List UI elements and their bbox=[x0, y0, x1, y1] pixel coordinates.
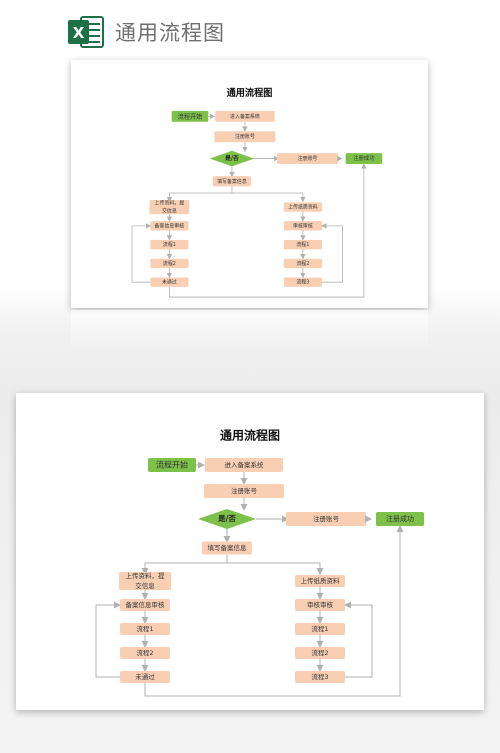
preview-card-large: 通用流程图流程开始进入备案系统注册账号是/否注册账号注册成功填写备案信息上传资料… bbox=[16, 393, 484, 710]
node-left-upload-label: 交信息 bbox=[162, 207, 177, 214]
node-register-success-label: 注册成功 bbox=[353, 154, 375, 162]
page-header: X 通用流程图 bbox=[67, 14, 225, 50]
node-right-review bbox=[283, 221, 322, 231]
node-right-step3-label: 流程3 bbox=[296, 279, 309, 286]
node-left-fail bbox=[150, 277, 189, 287]
node-fill-info bbox=[212, 176, 252, 187]
node-start bbox=[148, 458, 196, 472]
edge-return-success bbox=[169, 163, 367, 298]
node-left-step1-label: 流程1 bbox=[163, 241, 176, 248]
node-left-fail bbox=[120, 671, 170, 683]
node-left-step1-label: 流程1 bbox=[136, 624, 153, 633]
node-left-upload-label: 上传资料，提 bbox=[155, 200, 185, 207]
node-register-account bbox=[204, 484, 284, 498]
edge-right-loop bbox=[321, 223, 343, 283]
node-enter-system bbox=[205, 458, 283, 472]
node-right-step2-label: 流程2 bbox=[296, 260, 309, 267]
node-decision bbox=[209, 150, 255, 167]
node-register-success bbox=[376, 512, 424, 526]
node-decision-label: 是/否 bbox=[217, 513, 236, 523]
node-register-success-label: 注册成功 bbox=[386, 514, 414, 523]
node-decision-label: 是/否 bbox=[224, 154, 239, 162]
node-start bbox=[171, 110, 209, 122]
edge-left-loop bbox=[95, 601, 121, 678]
node-right-step1 bbox=[295, 623, 345, 635]
node-fill-info-label: 填写备案信息 bbox=[208, 543, 248, 552]
node-left-step2-label: 流程2 bbox=[163, 260, 176, 267]
node-left-upload-label: 交信息 bbox=[135, 581, 155, 590]
node-left-step2 bbox=[150, 258, 189, 269]
node-right-upload-label: 上传纸质资料 bbox=[301, 576, 341, 585]
edge-split-right bbox=[231, 192, 306, 203]
node-left-review-label: 备案信息审核 bbox=[126, 600, 166, 609]
node-right-upload bbox=[283, 202, 322, 212]
node-right-step1 bbox=[283, 239, 322, 250]
node-left-upload-label: 上传资料，提 bbox=[126, 571, 166, 580]
node-right-step2 bbox=[283, 258, 322, 269]
node-right-review bbox=[295, 599, 345, 611]
node-left-review bbox=[120, 599, 170, 611]
node-left-step2 bbox=[120, 647, 170, 659]
node-left-review bbox=[150, 221, 189, 231]
node-register-account bbox=[214, 131, 276, 143]
node-register-account-no bbox=[286, 512, 366, 526]
flowchart-large: 通用流程图流程开始进入备案系统注册账号是/否注册账号注册成功填写备案信息上传资料… bbox=[95, 428, 424, 697]
excel-icon-letter: X bbox=[73, 24, 85, 42]
node-register-success bbox=[345, 153, 383, 165]
node-right-review-label: 审核审核 bbox=[307, 600, 334, 609]
node-right-upload bbox=[295, 575, 345, 587]
preview-card-small: 通用流程图流程开始进入备案系统注册账号是/否注册账号注册成功填写备案信息上传资料… bbox=[71, 60, 428, 308]
node-start-label: 流程开始 bbox=[156, 460, 188, 470]
node-left-fail-label: 未通过 bbox=[135, 672, 155, 681]
flowchart-title: 通用流程图 bbox=[220, 428, 280, 443]
node-right-step2-label: 流程2 bbox=[311, 648, 328, 657]
flowchart-small: 通用流程图流程开始进入备案系统注册账号是/否注册账号注册成功填写备案信息上传资料… bbox=[131, 87, 383, 298]
node-fill-info-label: 填写备案信息 bbox=[217, 178, 247, 185]
node-right-step3 bbox=[295, 671, 345, 683]
node-left-upload bbox=[149, 200, 190, 215]
node-left-step1 bbox=[150, 239, 189, 250]
node-register-account-label: 注册账号 bbox=[235, 133, 255, 140]
node-right-step3-label: 流程3 bbox=[311, 672, 328, 681]
node-enter-system bbox=[215, 110, 275, 122]
flowchart-title: 通用流程图 bbox=[227, 87, 273, 99]
edge-left-loop bbox=[131, 223, 152, 283]
node-right-step2 bbox=[295, 647, 345, 659]
node-left-step2-label: 流程2 bbox=[136, 648, 153, 657]
excel-icon: X bbox=[67, 14, 105, 50]
edge-return-success bbox=[144, 525, 404, 697]
node-right-step3 bbox=[283, 277, 322, 287]
node-left-review-label: 备案信息审核 bbox=[155, 222, 185, 229]
card-reflection bbox=[71, 310, 428, 350]
node-enter-system-label: 进入备案系统 bbox=[225, 460, 265, 469]
edge-right-loop bbox=[344, 601, 373, 678]
node-right-step1-label: 流程1 bbox=[311, 624, 328, 633]
node-left-step1 bbox=[120, 623, 170, 635]
node-register-account-no-label: 注册账号 bbox=[313, 514, 340, 523]
node-enter-system-label: 进入备案系统 bbox=[230, 113, 260, 120]
node-register-account-label: 注册账号 bbox=[231, 486, 258, 495]
edge-split-left bbox=[166, 186, 233, 203]
page-title: 通用流程图 bbox=[115, 21, 225, 45]
node-right-step1-label: 流程1 bbox=[296, 241, 309, 248]
edge-split-left bbox=[141, 555, 228, 575]
node-start-label: 流程开始 bbox=[178, 112, 202, 120]
node-fill-info bbox=[202, 541, 252, 555]
node-register-account-no-label: 注册账号 bbox=[298, 155, 318, 162]
node-right-review-label: 审核审核 bbox=[293, 222, 313, 229]
node-register-account-no bbox=[276, 153, 338, 165]
node-decision bbox=[198, 509, 256, 529]
edge-split-right bbox=[227, 562, 324, 575]
node-left-upload bbox=[119, 572, 171, 590]
node-right-upload-label: 上传纸质资料 bbox=[288, 204, 318, 211]
node-left-fail-label: 未通过 bbox=[162, 279, 177, 286]
